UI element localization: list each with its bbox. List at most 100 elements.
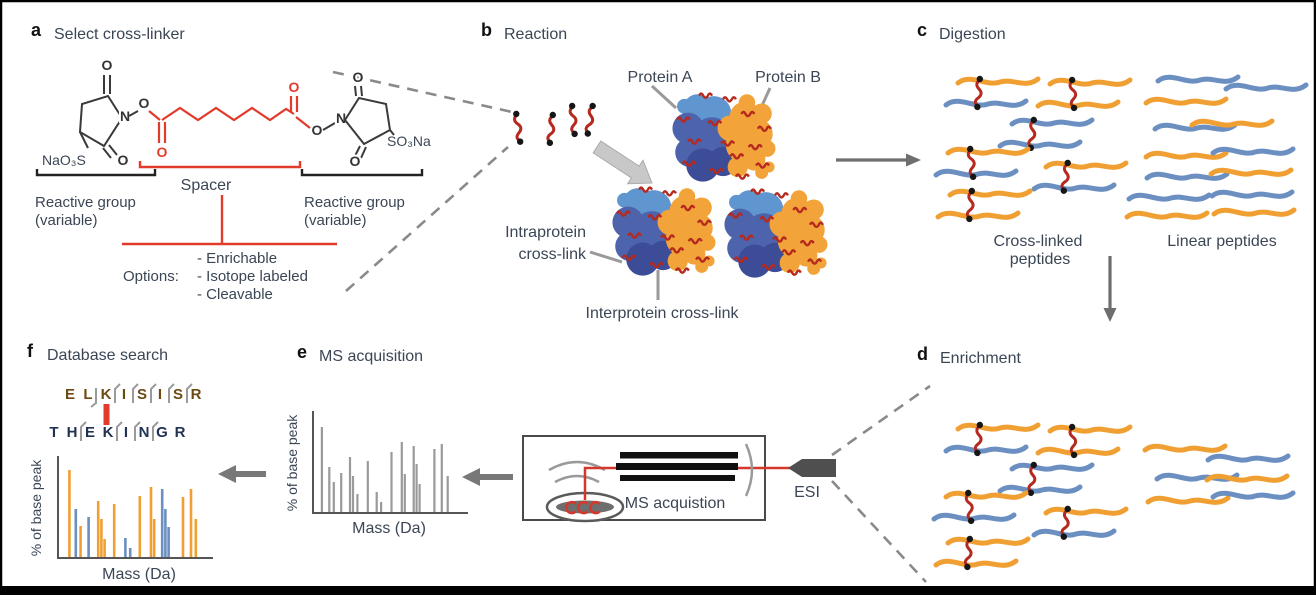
fragment-ion-marks-top	[90, 383, 193, 408]
spectrum-peak	[412, 446, 415, 513]
database-spectrum-xlabel: Mass (Da)	[102, 566, 176, 583]
zoom-dashed-line-esi-to-d-bottom	[831, 480, 927, 583]
residue-letter: T	[49, 424, 58, 441]
spectrum-peak	[181, 497, 185, 558]
panel-a: a Select cross-linker O O NaO₃S N O O O …	[31, 20, 431, 303]
panel-b: b Reaction Protein A Protein B Intraprot…	[481, 20, 827, 322]
orbitrap-electrode	[556, 500, 614, 514]
panel-b-letter: b	[481, 20, 492, 40]
panel-c-letter: c	[917, 20, 927, 40]
residue-letter: S	[137, 386, 147, 403]
panel-d-letter: d	[917, 344, 928, 364]
ms-spectrum-xlabel: Mass (Da)	[352, 520, 426, 537]
spectrum-peak	[138, 496, 142, 558]
spectrum-peak	[415, 464, 418, 513]
spectrum-peak	[194, 519, 198, 558]
residue-letter: R	[175, 424, 186, 441]
zoom-dashed-line-a-to-b-bottom	[345, 146, 509, 292]
protein-a-leader-line	[650, 84, 678, 110]
spectrum-peak	[74, 509, 78, 558]
block-arrow-crosslinker-to-proteins	[592, 140, 653, 185]
database-spectrum-axes	[57, 456, 213, 559]
residue-letter: E	[85, 424, 95, 441]
spectrum-peak	[152, 519, 156, 558]
right-reactive-group-bracket	[300, 169, 424, 177]
panel-d-title: Enrichment	[940, 350, 1021, 367]
crosslinked-peptides-label-line1: Cross-linked	[994, 233, 1083, 250]
spectrum-peak	[380, 502, 383, 513]
spectrum-peak	[96, 501, 100, 558]
nitrogen-atom: N	[336, 110, 346, 126]
interprotein-label: Interprotein cross-link	[586, 305, 740, 322]
panel-a-title: Select cross-linker	[54, 26, 185, 43]
spectrum-peak	[167, 527, 170, 558]
spectrum-peak	[332, 482, 335, 513]
ms-spectrum-ylabel: % of base peak	[284, 414, 300, 512]
arrow-c-to-d	[1103, 256, 1117, 322]
right-variable-label: (variable)	[304, 212, 367, 229]
bottom-black-bar	[2, 586, 1314, 593]
spectrum-peak	[433, 449, 436, 513]
panel-b-title: Reaction	[504, 26, 567, 43]
protein-complex-bottom-right	[724, 190, 827, 278]
residue-letter: K	[103, 424, 114, 441]
spacer-bracket	[138, 161, 302, 169]
arrow-b-to-c	[836, 153, 921, 167]
spectrum-peak	[418, 484, 421, 513]
zoom-dashed-line-a-to-b-top	[332, 70, 513, 114]
oxygen-atom: O	[139, 95, 150, 111]
spectrum-peak	[164, 509, 167, 558]
spectrum-peak	[112, 504, 116, 558]
intraprotein-label-line1: Intraprotein	[505, 224, 586, 241]
residue-letter: I	[158, 386, 162, 403]
spectrum-peak	[390, 452, 393, 513]
spectrum-peak	[328, 467, 331, 513]
spectrum-peak	[400, 442, 403, 513]
spectrum-peak	[366, 461, 369, 513]
panel-a-letter: a	[31, 20, 42, 40]
residue-letter: E	[65, 386, 75, 403]
residue-letter: I	[124, 424, 128, 441]
oxygen-atom: O	[353, 69, 364, 85]
option-enrichable: - Enrichable	[197, 250, 277, 267]
spectrum-peak	[128, 548, 132, 558]
spectrum-peak	[189, 489, 193, 558]
spectrum-peak	[356, 494, 359, 513]
connector-layer	[218, 70, 1117, 583]
crosslink-bar-between-lysines	[103, 404, 110, 425]
panel-f-title: Database search	[47, 347, 168, 364]
left-reactive-group-label: Reactive group	[35, 194, 136, 211]
protein-b-label: Protein B	[755, 69, 821, 86]
crosslinked-peptides-label-line2: peptides	[1010, 251, 1071, 268]
residue-letter: H	[67, 424, 78, 441]
spectrum-peak	[351, 476, 355, 513]
protein-complex-bottom-left	[612, 188, 715, 276]
residue-letter: N	[139, 424, 150, 441]
residue-letter: G	[156, 424, 168, 441]
spacer-label: Spacer	[181, 177, 232, 194]
spectrum-peak	[375, 492, 378, 513]
ion-optics-arc	[554, 474, 600, 484]
right-reactive-group-label: Reactive group	[304, 194, 405, 211]
panel-e-letter: e	[297, 342, 307, 362]
inlet-lens-curve	[744, 443, 754, 497]
crosslinker-chemical-structure: O O NaO₃S N O O O O N O O S	[35, 55, 431, 303]
oxygen-atom: O	[102, 57, 113, 73]
arrow-box-to-e	[462, 468, 513, 486]
panel-e: e MS acquisition % of base peak Mass (Da…	[284, 342, 468, 537]
quadrupole-rods	[616, 452, 738, 481]
arrow-e-to-f	[218, 465, 266, 483]
linear-peptides-label: Linear peptides	[1167, 233, 1276, 250]
spectrum-peak	[79, 526, 82, 558]
residue-letter: L	[83, 386, 92, 403]
panel-c: c Digestion Cross-linked peptides Linear…	[917, 20, 1306, 268]
ms-instrument-box: MS acquistion ESI	[522, 435, 836, 523]
oxygen-atom: O	[350, 153, 361, 169]
panel-f-letter: f	[27, 341, 34, 361]
spectrum-peak	[124, 538, 127, 558]
zoom-dashed-line-esi-to-d-top	[831, 384, 931, 457]
